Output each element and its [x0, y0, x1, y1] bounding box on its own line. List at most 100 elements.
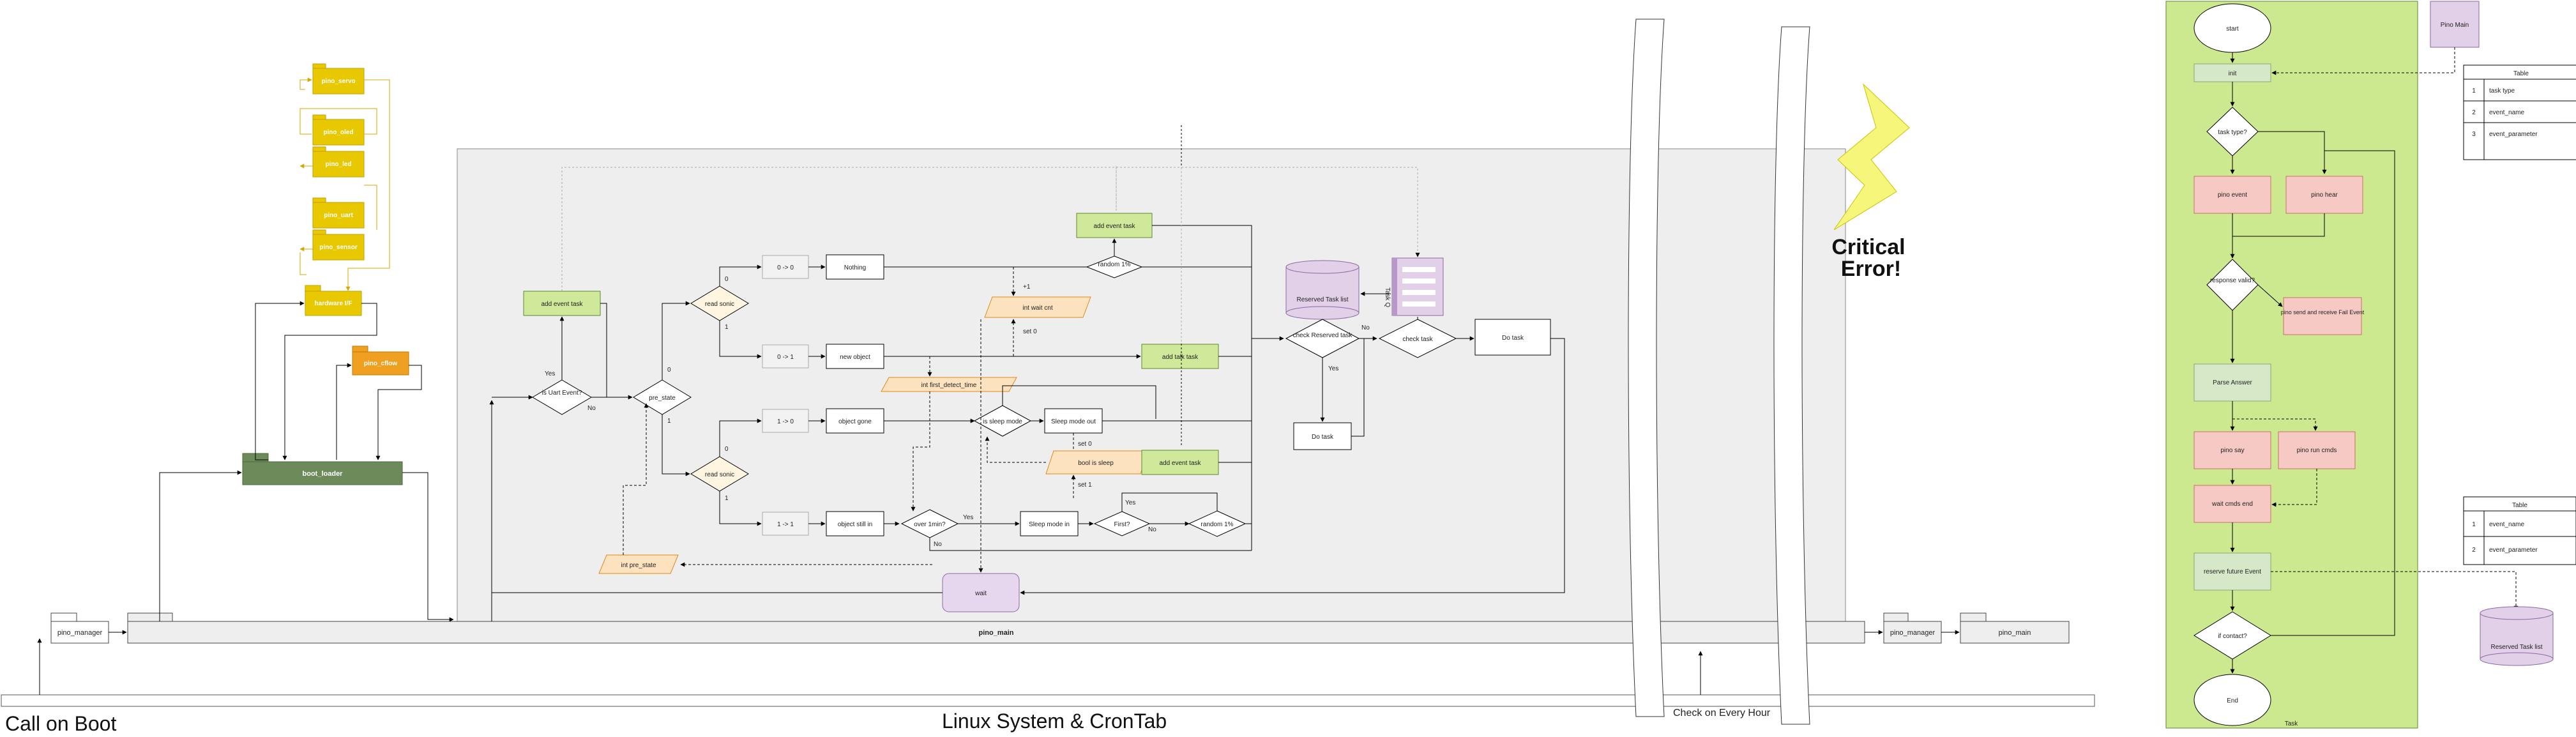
transition-1-0-label: 1 -> 0	[777, 418, 794, 425]
pino-run-cmds-box	[2278, 431, 2356, 469]
add-event-task-top	[1076, 213, 1153, 238]
over1-yes: Yes	[963, 514, 973, 521]
pino-hear-label: pino hear	[2311, 192, 2338, 199]
table-2: Table 1 event_name 2 event_parameter	[2463, 496, 2576, 565]
pino-say-box	[2193, 431, 2271, 469]
check-every-hour-label: Check on Every Hour	[1673, 708, 1771, 718]
nothing-label: Nothing	[844, 264, 866, 271]
table-1-title: Table	[2513, 70, 2529, 77]
pino-manager-label: pino_manager	[57, 629, 103, 637]
int-pre-state-label: int pre_state	[621, 562, 656, 569]
read-sonic-bottom-label: read sonic	[705, 471, 734, 478]
transition-1-1	[762, 512, 809, 536]
pino-manager-right-label: pino_manager	[1890, 629, 1936, 637]
pino-led-label: pino_led	[325, 161, 351, 168]
end-label: End	[2227, 697, 2238, 704]
table-2-row-1-num: 1	[2472, 521, 2476, 528]
boot-loader-label: boot_loader	[303, 470, 344, 478]
object-gone-label: object gone	[838, 418, 872, 425]
add-event-task-mid	[1141, 450, 1219, 475]
table-2-title: Table	[2512, 502, 2527, 509]
nothing-box	[826, 254, 884, 280]
reserve-future-event-label: reserve future Event	[2204, 568, 2261, 575]
add-event-task-uart	[523, 291, 601, 316]
first-yes: Yes	[1125, 499, 1135, 506]
task-queue: Task Q	[1384, 257, 1444, 316]
first-diamond	[1093, 511, 1151, 536]
random-bottom-label: random 1%	[1201, 521, 1233, 528]
reserved-task-list-db: Reserved Task list	[1285, 260, 1360, 320]
start-label: start	[2226, 26, 2239, 33]
crontab-ribbon-1	[1628, 19, 1665, 717]
table-2-row-2-num: 2	[2472, 547, 2476, 554]
rs-top-0: 0	[725, 276, 729, 283]
transition-0-0-label: 0 -> 0	[777, 264, 794, 271]
rs-bot-0: 0	[725, 446, 729, 453]
first-label: First?	[1114, 521, 1130, 528]
add-event-task-mid-label: add event task	[1159, 460, 1201, 467]
reserved-task-list-right-label: Reserved Task list	[2491, 644, 2543, 651]
bool-is-sleep-param	[1045, 450, 1149, 475]
pino-cflow-folder	[352, 351, 409, 376]
task-panel-footer: Task	[2285, 720, 2299, 727]
pre-state-0-label: 0	[667, 367, 671, 374]
call-on-boot-label: Call on Boot	[5, 712, 116, 735]
hardware-module-stack: pino_servo pino_oled pino_led pino_uart …	[299, 63, 390, 291]
linux-system-label: Linux System & CronTab	[942, 710, 1167, 733]
sleep-mode-out-box	[1044, 408, 1103, 434]
pino-main-box-label: Pino Main	[2441, 22, 2469, 29]
table-1-row-3-val: event_parameter	[2489, 131, 2538, 138]
pino-main-right-label: pino_main	[1999, 629, 2031, 637]
pino-sensor-label: pino_sensor	[319, 244, 358, 251]
hardware-if-label: hardware I/F	[315, 300, 352, 307]
add-event-task-uart-label: add event task	[541, 301, 583, 308]
random-top-label: random 1%	[1098, 261, 1130, 268]
table-1-row-2-val: event_name	[2489, 109, 2524, 116]
pino-main-bar	[127, 621, 1865, 644]
transition-1-0	[762, 409, 809, 433]
wait-cmds-end-box	[2193, 485, 2271, 523]
table-1: Table 1 task type 2 event_name 3 event_p…	[2463, 65, 2576, 160]
hardware-if-folder	[305, 291, 362, 316]
do-task-box	[1474, 319, 1551, 356]
table-1-row-1-val: task type	[2489, 87, 2515, 95]
do-task-label: Do task	[1502, 335, 1524, 342]
table-1-row-1-num: 1	[2472, 87, 2476, 95]
check-task-diamond	[1378, 319, 1457, 358]
error-label: Error!	[1841, 257, 1901, 281]
task-q-label: Task Q	[1384, 287, 1391, 307]
wait-label: wait	[974, 590, 987, 597]
uart-yes-label: Yes	[545, 370, 555, 377]
set-0-b-label: set 0	[1078, 441, 1092, 448]
transition-0-0	[762, 255, 809, 279]
pino-servo-label: pino_servo	[321, 78, 355, 85]
critical-label: Critical	[1831, 235, 1905, 259]
pre-state-1-label: 1	[667, 418, 671, 425]
init-label: init	[2229, 70, 2237, 77]
object-still-in-label: object still in	[838, 521, 872, 528]
int-wait-cnt-param	[984, 296, 1091, 318]
crontab-ribbon-2	[1773, 26, 1810, 725]
pino-hear-box	[2285, 176, 2363, 214]
rs-top-1: 1	[725, 324, 729, 331]
wait-cmds-end-label: wait cmds end	[2211, 501, 2253, 508]
reserved-task-list-label: Reserved Task list	[1297, 296, 1349, 303]
int-pre-state-param	[598, 554, 679, 574]
is-sleep-mode-label: is sleep mode	[983, 418, 1022, 425]
over-1min-label: over 1min?	[914, 521, 946, 528]
table-2-row-2-val: event_parameter	[2489, 547, 2538, 554]
pino-main-right-folder	[1960, 621, 2070, 644]
pino-manager-folder	[50, 621, 109, 644]
task-type-label: task type?	[2218, 129, 2247, 136]
pino-cflow-label: pino_cflow	[364, 360, 397, 367]
add-talk-task	[1141, 344, 1219, 369]
new-object-box	[826, 344, 884, 369]
set-0-label: set 0	[1023, 328, 1037, 335]
response-valid-label: response valid?	[2210, 277, 2255, 284]
is-uart-event-label: is Uart Event?	[542, 390, 582, 397]
pino-manager-right-folder	[1883, 621, 1942, 644]
pino-event-box	[2193, 176, 2271, 214]
pino-send-receive-label: pino send and receive Fail Event	[2281, 309, 2365, 315]
init-box	[2193, 63, 2271, 82]
